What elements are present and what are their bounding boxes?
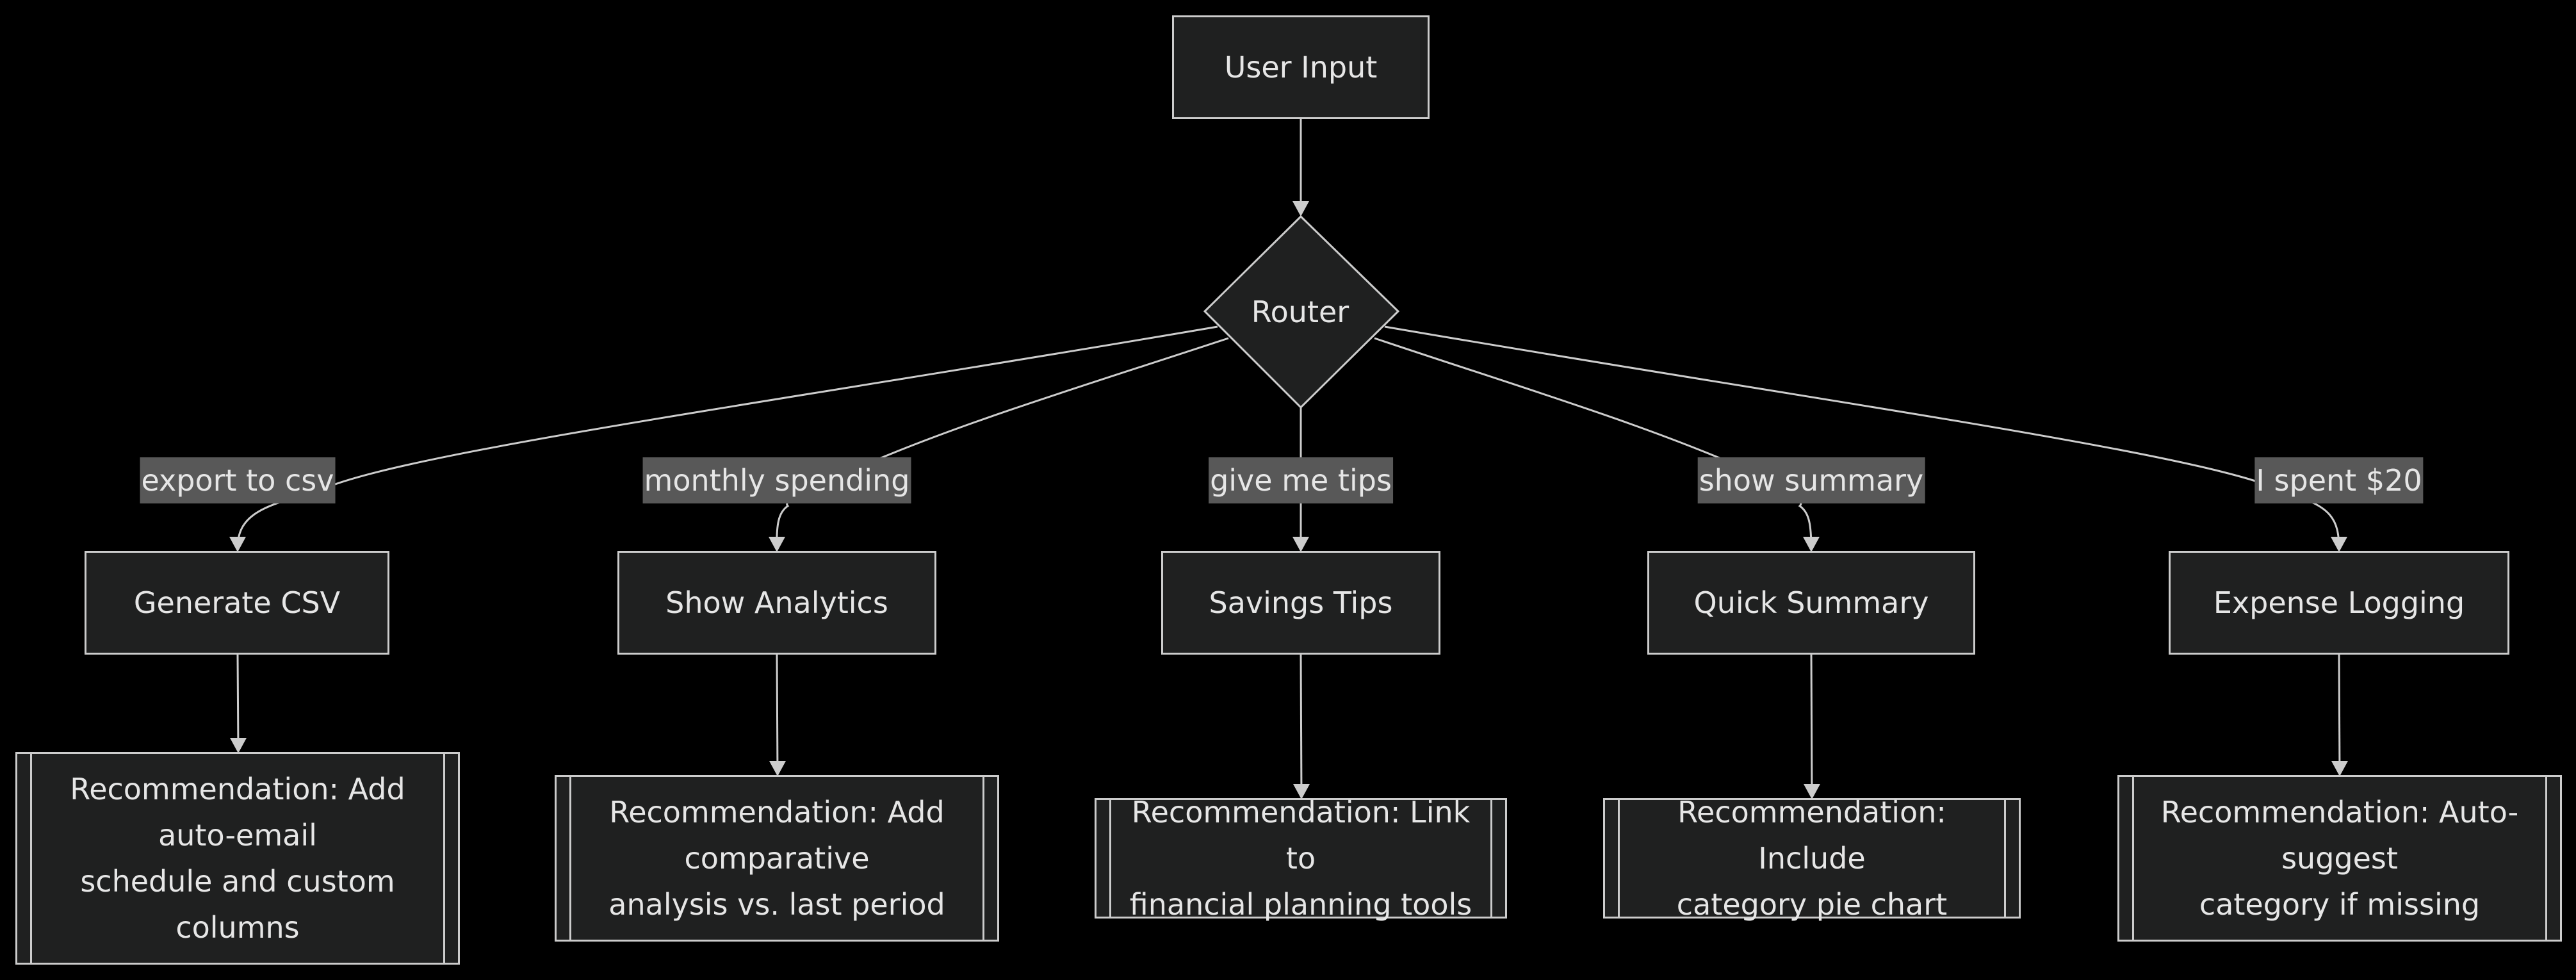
recommendation-csv-node[interactable]: Recommendation: Add auto-email schedule … xyxy=(15,752,460,965)
show-analytics-label: Show Analytics xyxy=(665,585,888,620)
quick-summary-node[interactable]: Quick Summary xyxy=(1647,551,1975,655)
edge-label-show-summary: show summary xyxy=(1697,457,1925,503)
arrowhead-show-analytics xyxy=(769,537,785,552)
edge-summary-recommendation xyxy=(1810,654,1813,797)
recommendation-analytics-text: Recommendation: Add comparative analysis… xyxy=(608,795,945,922)
edge-label-monthly-spending: monthly spending xyxy=(642,457,911,503)
arrowhead-quick-summary xyxy=(1803,537,1820,552)
arrowhead-savings-tips xyxy=(1292,537,1309,552)
edge-router-expense-logging xyxy=(1384,325,2340,550)
expense-logging-node[interactable]: Expense Logging xyxy=(2169,551,2509,655)
savings-tips-label: Savings Tips xyxy=(1209,585,1393,620)
quick-summary-label: Quick Summary xyxy=(1693,585,1929,620)
show-analytics-node[interactable]: Show Analytics xyxy=(617,551,936,655)
recommendation-logging-node[interactable]: Recommendation: Auto- suggest category i… xyxy=(2117,775,2562,942)
recommendation-csv-text: Recommendation: Add auto-email schedule … xyxy=(70,772,405,945)
arrowhead-summary-recommendation xyxy=(1804,784,1820,799)
expense-logging-label: Expense Logging xyxy=(2213,585,2465,620)
router-label: Router xyxy=(1251,295,1349,329)
arrowhead-csv-recommendation xyxy=(230,738,247,753)
edge-analytics-recommendation xyxy=(776,654,779,774)
arrowhead-logging-recommendation xyxy=(2331,761,2348,776)
user-input-node[interactable]: User Input xyxy=(1172,15,1430,119)
generate-csv-label: Generate CSV xyxy=(133,585,341,620)
edge-label-i-spent: I spent $20 xyxy=(2254,457,2424,503)
edge-label-export-to-csv: export to csv xyxy=(140,457,336,503)
arrowhead-router xyxy=(1292,201,1309,216)
arrowhead-expense-logging xyxy=(2331,537,2347,552)
recommendation-analytics-node[interactable]: Recommendation: Add comparative analysis… xyxy=(555,775,999,942)
recommendation-logging-text: Recommendation: Auto- suggest category i… xyxy=(2160,795,2519,922)
recommendation-summary-node[interactable]: Recommendation: Include category pie cha… xyxy=(1603,795,2021,922)
arrowhead-tips-recommendation xyxy=(1293,784,1310,799)
generate-csv-node[interactable]: Generate CSV xyxy=(85,551,389,655)
savings-tips-node[interactable]: Savings Tips xyxy=(1161,551,1440,655)
edge-logging-recommendation xyxy=(2338,654,2341,774)
recommendation-summary-text: Recommendation: Include category pie cha… xyxy=(1676,795,1948,922)
recommendation-tips-node[interactable]: Recommendation: Link to financial planni… xyxy=(1095,795,1507,922)
recommendation-tips-text: Recommendation: Link to financial planni… xyxy=(1129,795,1472,922)
edge-label-give-me-tips: give me tips xyxy=(1209,457,1393,503)
edge-router-quick-summary xyxy=(1374,337,1813,550)
edge-router-show-analytics xyxy=(776,337,1229,550)
arrowhead-analytics-recommendation xyxy=(769,761,786,776)
arrowhead-generate-csv xyxy=(229,537,246,552)
user-input-label: User Input xyxy=(1224,50,1378,85)
edge-router-generate-csv xyxy=(236,325,1218,550)
